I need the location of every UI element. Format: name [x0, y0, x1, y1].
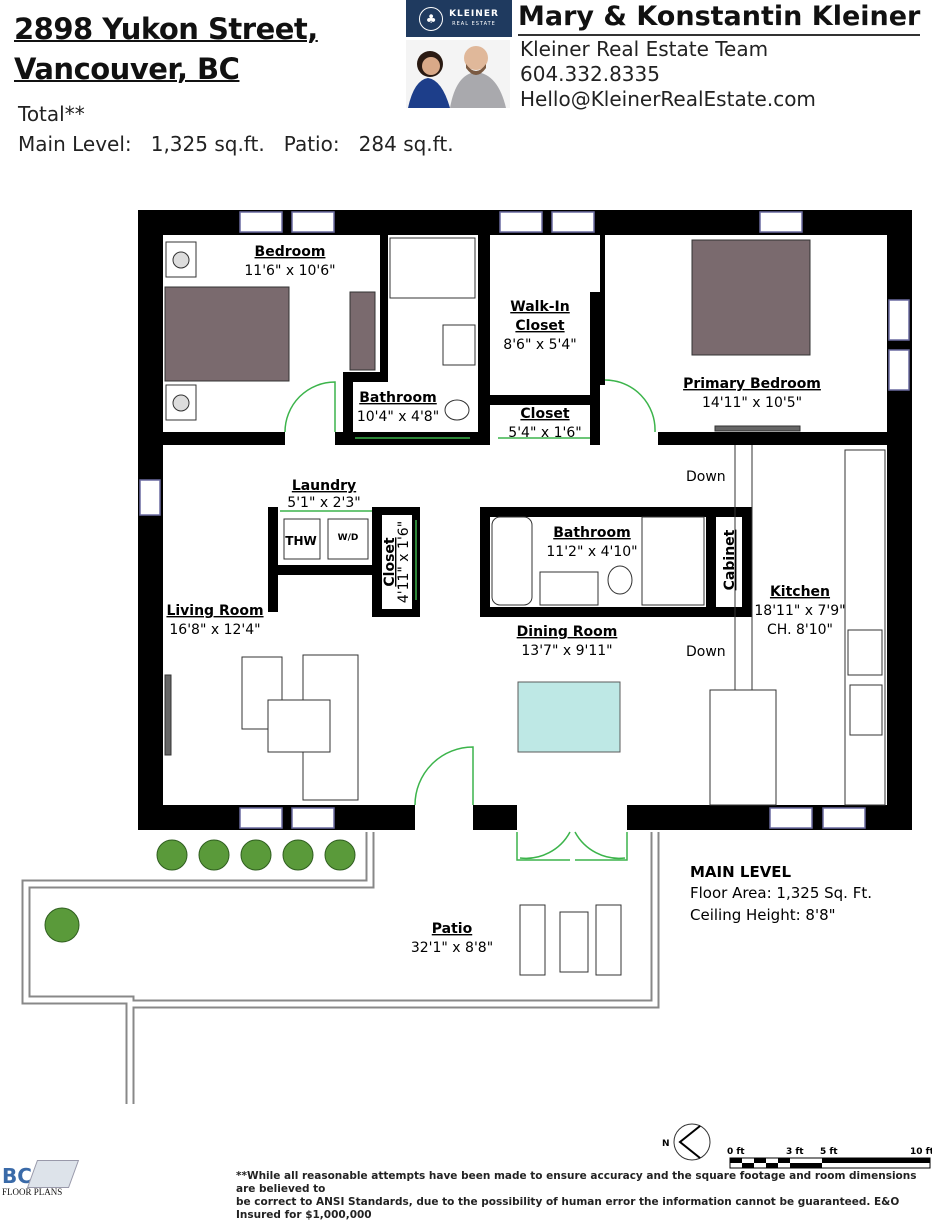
bedroom-label: Bedroom	[255, 244, 326, 260]
disclaimer: **While all reasonable attempts have bee…	[236, 1170, 932, 1222]
closet2-dim: 4'11" x 1'6"	[396, 521, 412, 603]
wd-label: W/D	[338, 533, 359, 543]
bathroom2-dim: 11'2" x 4'10"	[546, 544, 637, 560]
thw-label: THW	[285, 534, 316, 548]
tree-icon: ♣	[419, 6, 444, 31]
bathroom1-dim: 10'4" x 4'8"	[357, 409, 439, 425]
kitchen-label: Kitchen	[770, 584, 830, 600]
agent-email[interactable]: Hello@KleinerRealEstate.com	[520, 87, 816, 111]
bc-floor-plans-logo: BC FLOOR PLANS	[2, 1160, 88, 1200]
windows	[139, 211, 910, 829]
address-line2: Vancouver, BC	[14, 52, 240, 86]
main-level-area: 1,325 sq.ft.	[150, 132, 265, 156]
furniture	[164, 237, 886, 976]
patio-wall	[21, 832, 660, 1104]
kitchen-dim: 18'11" x 7'9"	[754, 603, 845, 619]
closet2-label: Closet	[382, 537, 398, 587]
plants	[44, 839, 356, 943]
level-info: MAIN LEVEL Floor Area: 1,325 Sq. Ft. Cei…	[690, 863, 872, 924]
area-summary: Main Level: 1,325 sq.ft. Patio: 284 sq.f…	[18, 132, 454, 156]
room-labels: Bedroom 11'6" x 10'6" Bathroom 10'4" x 4…	[166, 244, 845, 956]
walls	[138, 210, 912, 830]
bathroom1-label: Bathroom	[359, 390, 437, 406]
brand-bc: BC	[2, 1164, 32, 1188]
svg-text:0 ft: 0 ft	[727, 1147, 745, 1157]
bedroom-dim: 11'6" x 10'6"	[244, 263, 335, 279]
agent-phone[interactable]: 604.332.8335	[520, 62, 660, 86]
agent-team: Kleiner Real Estate Team	[520, 37, 769, 61]
patio-dim: 32'1" x 8'8"	[411, 940, 493, 956]
svg-text:5 ft: 5 ft	[820, 1147, 838, 1157]
total-label: Total**	[18, 102, 85, 126]
logo-subtext: REAL ESTATE	[452, 20, 496, 27]
stairs-down-label: Down	[686, 644, 726, 660]
closet1-label: Closet	[520, 406, 570, 422]
bathroom2-label: Bathroom	[553, 525, 631, 541]
scale-bar: 0 ft 3 ft 5 ft 10 ft	[727, 1147, 932, 1169]
laundry-label: Laundry	[292, 478, 356, 494]
agent-photo	[406, 40, 510, 108]
walkin-dim: 8'6" x 5'4"	[503, 337, 576, 353]
svg-text:3 ft: 3 ft	[786, 1147, 804, 1157]
living-room-dim: 16'8" x 12'4"	[169, 622, 260, 638]
stairs-down-label: Down	[686, 469, 726, 485]
cabinet-label: Cabinet	[722, 529, 738, 590]
address-line1: 2898 Yukon Street,	[14, 12, 318, 46]
level-title: MAIN LEVEL	[690, 863, 792, 881]
main-level-label: Main Level:	[18, 132, 132, 156]
stairs	[734, 445, 753, 690]
dining-room-label: Dining Room	[517, 624, 618, 640]
laundry-dim: 5'1" x 2'3"	[287, 495, 360, 511]
disclaimer-line1: **While all reasonable attempts have bee…	[236, 1170, 917, 1195]
primary-bedroom-dim: 14'11" x 10'5"	[702, 395, 802, 411]
closet1-dim: 5'4" x 1'6"	[508, 425, 581, 441]
agent-name: Mary & Konstantin Kleiner	[518, 0, 921, 36]
living-room-label: Living Room	[166, 603, 263, 619]
north-label: N	[662, 1139, 670, 1149]
patio-label: Patio	[432, 921, 473, 937]
walkin-label2: Closet	[515, 318, 565, 334]
svg-text:10 ft: 10 ft	[910, 1147, 932, 1157]
patio-area: 284 sq.ft.	[358, 132, 454, 156]
kitchen-ceiling: CH. 8'10"	[767, 622, 833, 638]
doors	[280, 379, 656, 861]
logo-text: KLEINER	[449, 8, 499, 19]
patio-label: Patio:	[283, 132, 340, 156]
house-icon	[26, 1160, 80, 1188]
brand-text: FLOOR PLANS	[2, 1187, 63, 1197]
floor-area: Floor Area: 1,325 Sq. Ft.	[690, 884, 872, 902]
primary-bedroom-label: Primary Bedroom	[683, 376, 821, 392]
ceiling-height: Ceiling Height: 8'8"	[690, 906, 836, 924]
north-compass: N	[662, 1123, 711, 1161]
walkin-label1: Walk-In	[510, 299, 570, 315]
dining-room-dim: 13'7" x 9'11"	[521, 643, 612, 659]
patio-wall-inner	[23, 832, 658, 1104]
